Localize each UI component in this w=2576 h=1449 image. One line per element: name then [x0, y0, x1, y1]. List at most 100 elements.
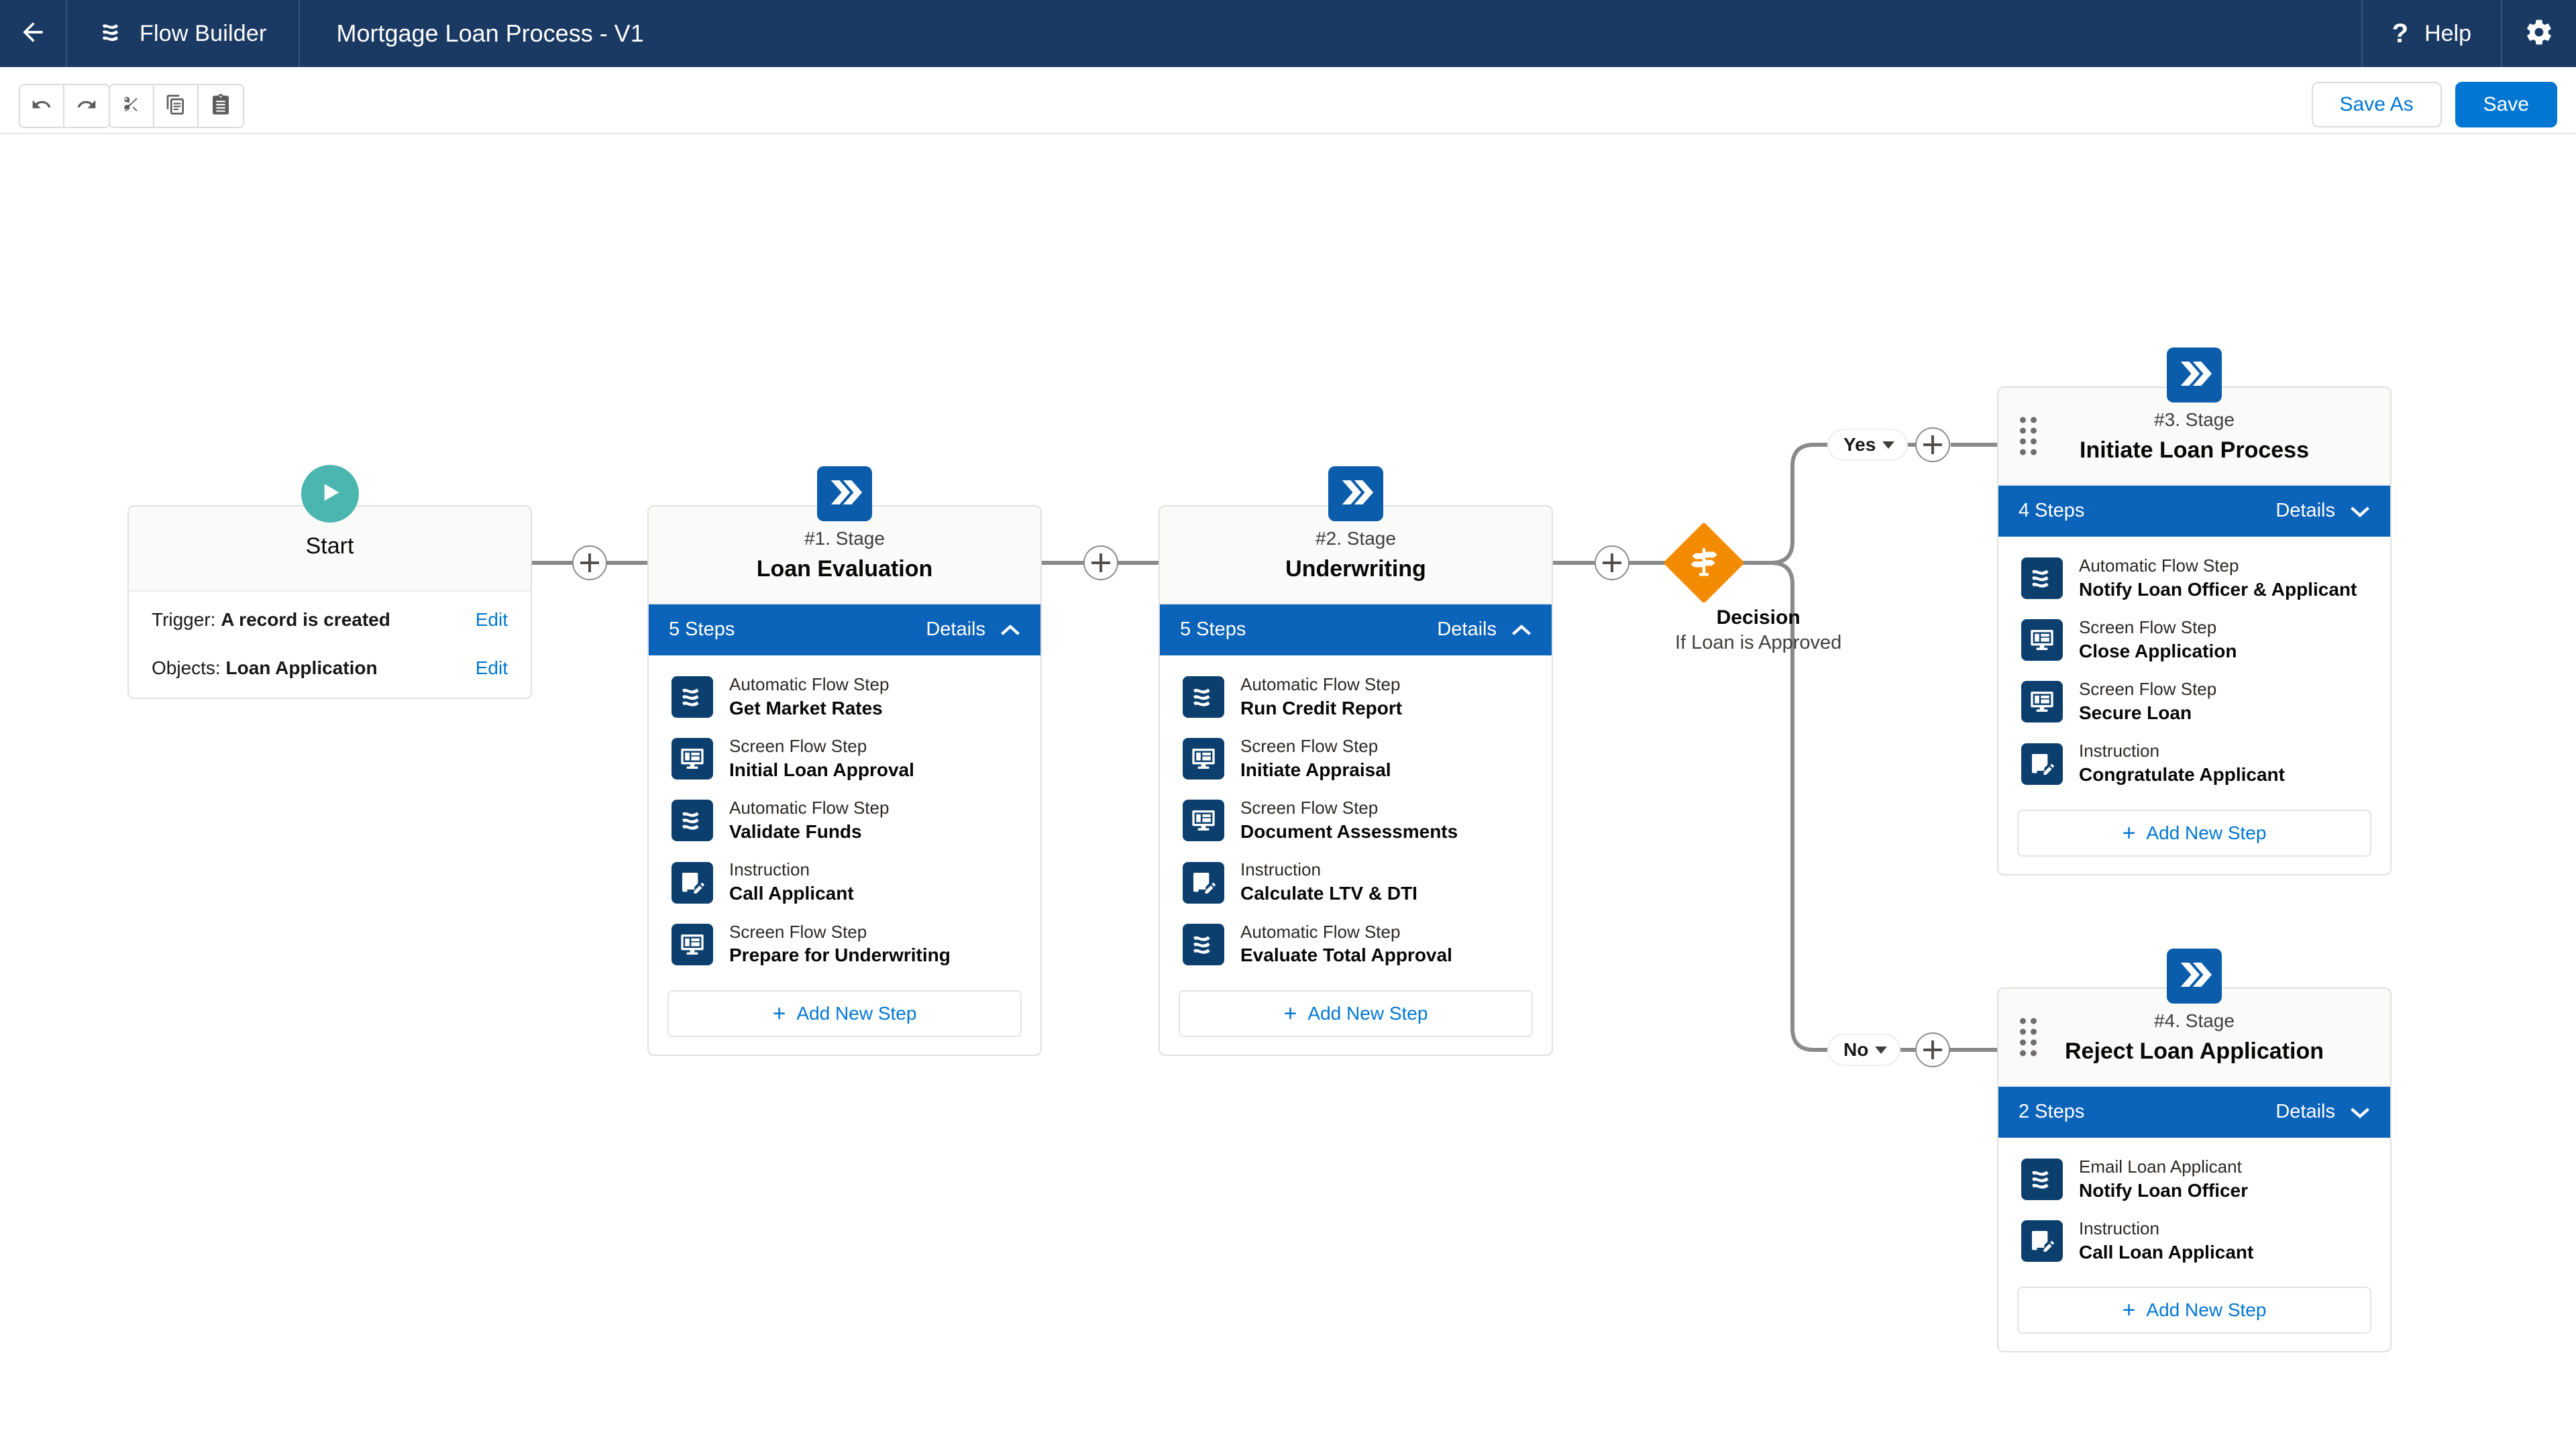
stage-name-4: Reject Loan Application [2064, 1038, 2324, 1064]
step-row[interactable]: Instruction Call Applicant [649, 851, 1040, 913]
flow-canvas[interactable]: Yes No Start Trigger: A record is create… [0, 134, 2576, 1449]
details-label-2: Details [1437, 619, 1497, 641]
plus-icon: + [2122, 1297, 2136, 1324]
step-name: Prepare for Underwriting [729, 945, 951, 966]
step-type: Automatic Flow Step [729, 798, 890, 818]
details-toggle-2[interactable]: 5 Steps Details [1160, 604, 1552, 655]
stage-card-2[interactable]: #2. Stage Underwriting 5 Steps Details A… [1159, 466, 1553, 1056]
cut-button[interactable] [110, 85, 154, 127]
add-element-button-yes[interactable] [1915, 427, 1950, 462]
signpost-icon [1690, 548, 1717, 576]
clipboard-tool-group [109, 84, 244, 128]
step-row[interactable]: Email Loan Applicant Notify Loan Officer [1998, 1148, 2390, 1210]
chevron-down-icon [2350, 505, 2370, 517]
stage-card-4[interactable]: #4. Stage Reject Loan Application 2 Step… [1997, 949, 2392, 1353]
step-row[interactable]: Screen Flow Step Initiate Appraisal [1160, 728, 1552, 790]
details-toggle-1[interactable]: 5 Steps Details [649, 604, 1040, 655]
start-node-body: Trigger: A record is created Edit Object… [129, 592, 531, 698]
drag-handle-icon[interactable] [2020, 1018, 2037, 1057]
step-name: Congratulate Applicant [2079, 764, 2285, 786]
flow-waves-icon [1183, 923, 1224, 965]
details-toggle-4[interactable]: 2 Steps Details [1998, 1086, 2390, 1138]
help-button[interactable]: ? Help [2361, 0, 2502, 67]
edit-objects-link[interactable]: Edit [475, 657, 508, 678]
steps-list-3: Automatic Flow Step Notify Loan Officer … [1998, 537, 2390, 857]
help-label: Help [2424, 20, 2471, 46]
add-new-step-button-1[interactable]: + Add New Step [667, 989, 1022, 1037]
editor-toolbar: Save As Save [0, 67, 2576, 134]
step-name: Close Application [2079, 640, 2237, 661]
details-toggle-3[interactable]: 4 Steps Details [1998, 485, 2390, 537]
step-row[interactable]: Instruction Call Loan Applicant [1998, 1210, 2390, 1272]
flow-waves-icon [2021, 1158, 2063, 1200]
step-row[interactable]: Screen Flow Step Close Application [1998, 609, 2390, 671]
question-mark-icon: ? [2392, 18, 2409, 48]
branch-label-no: No [1843, 1039, 1869, 1060]
save-as-button[interactable]: Save As [2311, 82, 2442, 127]
back-button[interactable] [0, 0, 67, 67]
header-spacer [680, 0, 2361, 67]
add-element-button-3[interactable] [1595, 545, 1629, 580]
add-element-button-no[interactable] [1915, 1032, 1950, 1067]
decision-name: Decision [1716, 606, 1801, 629]
step-row[interactable]: Instruction Calculate LTV & DTI [1160, 851, 1552, 913]
add-new-step-button-4[interactable]: + Add New Step [2017, 1287, 2371, 1334]
step-row[interactable]: Screen Flow Step Initial Loan Approval [649, 728, 1040, 790]
add-new-step-label: Add New Step [796, 1002, 917, 1024]
decision-diamond [1663, 522, 1745, 604]
redo-button[interactable] [64, 85, 109, 127]
paste-button[interactable] [199, 85, 243, 127]
step-type: Instruction [729, 859, 810, 880]
decision-node[interactable]: Decision If Loan is Approved [1663, 522, 1841, 654]
save-button[interactable]: Save [2455, 82, 2557, 127]
step-row[interactable]: Automatic Flow Step Evaluate Total Appro… [1160, 914, 1552, 975]
screen-icon [1183, 800, 1224, 842]
step-row[interactable]: Screen Flow Step Prepare for Underwritin… [649, 914, 1040, 975]
stage-card-3[interactable]: #3. Stage Initiate Loan Process 4 Steps … [1997, 347, 2392, 875]
add-element-button-2[interactable] [1083, 545, 1118, 580]
step-row[interactable]: Automatic Flow Step Notify Loan Officer … [1998, 547, 2390, 609]
details-label-1: Details [926, 619, 985, 641]
step-row[interactable]: Instruction Congratulate Applicant [1998, 733, 2390, 794]
stage-card-1[interactable]: #1. Stage Loan Evaluation 5 Steps Detail… [647, 466, 1042, 1056]
step-type: Automatic Flow Step [2079, 555, 2239, 576]
screen-icon [1183, 738, 1224, 780]
details-label-3: Details [2275, 500, 2335, 522]
step-name: Secure Loan [2079, 702, 2192, 724]
objects-value: Loan Application [225, 657, 378, 678]
settings-button[interactable] [2502, 0, 2576, 67]
undo-button[interactable] [20, 85, 64, 127]
double-chevron-icon [2176, 356, 2212, 395]
stage-header-4: #4. Stage Reject Loan Application [1998, 989, 2390, 1087]
flow-waves-icon [2021, 557, 2063, 599]
stage-number-1: #1. Stage [804, 528, 885, 549]
step-type: Instruction [2079, 1218, 2159, 1239]
add-element-button-1[interactable] [572, 545, 607, 580]
steps-count-1: 5 Steps [669, 619, 735, 641]
step-row[interactable]: Screen Flow Step Document Assessments [1160, 790, 1552, 851]
edit-trigger-link[interactable]: Edit [475, 609, 508, 630]
copy-button[interactable] [154, 85, 199, 127]
stage-number-4: #4. Stage [2154, 1010, 2235, 1031]
drag-handle-icon[interactable] [2020, 417, 2037, 455]
flow-builder-label: Flow Builder [140, 20, 267, 46]
step-row[interactable]: Screen Flow Step Secure Loan [1998, 671, 2390, 733]
branch-pill-yes[interactable]: Yes [1827, 429, 1909, 461]
add-new-step-button-3[interactable]: + Add New Step [2017, 809, 2371, 857]
start-node[interactable]: Start Trigger: A record is created Edit … [127, 465, 532, 699]
screen-icon [2021, 619, 2063, 661]
step-row[interactable]: Automatic Flow Step Validate Funds [649, 790, 1040, 851]
details-label-4: Details [2275, 1101, 2335, 1123]
arrow-left-icon [18, 17, 48, 50]
step-name: Get Market Rates [729, 697, 883, 718]
steps-list-2: Automatic Flow Step Run Credit Report Sc… [1160, 655, 1552, 1037]
double-chevron-icon [826, 474, 863, 514]
chevron-up-icon [1000, 624, 1020, 636]
add-new-step-button-2[interactable]: + Add New Step [1179, 989, 1533, 1037]
redo-icon [76, 94, 97, 119]
branch-pill-no[interactable]: No [1827, 1034, 1901, 1066]
flow-builder-home[interactable]: Flow Builder [67, 0, 301, 67]
step-row[interactable]: Automatic Flow Step Get Market Rates [649, 666, 1040, 728]
flow-waves-icon [672, 676, 713, 718]
step-row[interactable]: Automatic Flow Step Run Credit Report [1160, 666, 1552, 728]
